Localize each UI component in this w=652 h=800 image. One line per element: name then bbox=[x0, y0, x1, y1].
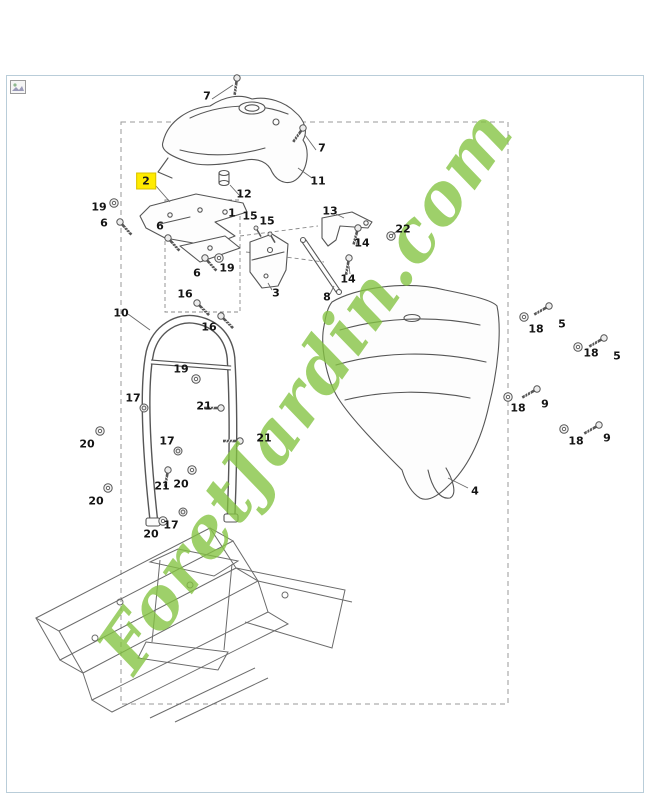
handlebar bbox=[141, 314, 239, 527]
part-label-15[interactable]: 15 bbox=[259, 214, 275, 228]
part-label-7[interactable]: 7 bbox=[318, 141, 326, 155]
fuel-tank bbox=[157, 95, 308, 184]
part-label-17[interactable]: 17 bbox=[163, 518, 179, 532]
part-label-13[interactable]: 13 bbox=[322, 204, 338, 218]
part-label-16[interactable]: 16 bbox=[177, 287, 193, 301]
part-label-17[interactable]: 17 bbox=[159, 434, 175, 448]
part-label-7[interactable]: 7 bbox=[203, 89, 211, 103]
part-label-19[interactable]: 19 bbox=[91, 200, 107, 214]
part-label-20[interactable]: 20 bbox=[173, 477, 189, 491]
part-label-2-selected[interactable]: 2 bbox=[136, 172, 156, 190]
part-label-14[interactable]: 14 bbox=[340, 272, 356, 286]
part-label-9[interactable]: 9 bbox=[603, 431, 611, 445]
image-placeholder-icon bbox=[10, 80, 26, 94]
part-label-20[interactable]: 20 bbox=[143, 527, 159, 541]
part-label-5[interactable]: 5 bbox=[558, 317, 566, 331]
part-label-22[interactable]: 22 bbox=[395, 222, 411, 236]
part-label-21[interactable]: 21 bbox=[256, 431, 272, 445]
part-label-9[interactable]: 9 bbox=[541, 397, 549, 411]
console-plate bbox=[139, 169, 248, 247]
part-label-20[interactable]: 20 bbox=[88, 494, 104, 508]
mount-bracket bbox=[179, 235, 241, 263]
part-label-15[interactable]: 15 bbox=[242, 209, 258, 223]
part-label-18[interactable]: 18 bbox=[510, 401, 526, 415]
part-label-18[interactable]: 18 bbox=[583, 346, 599, 360]
part-label-16[interactable]: 16 bbox=[201, 320, 217, 334]
part-label-8[interactable]: 8 bbox=[323, 290, 331, 304]
part-label-20[interactable]: 20 bbox=[79, 437, 95, 451]
lever bbox=[321, 211, 373, 247]
part-label-6[interactable]: 6 bbox=[193, 266, 201, 280]
rear-panel bbox=[322, 285, 500, 500]
control-rod bbox=[299, 236, 343, 296]
part-label-12[interactable]: 12 bbox=[236, 187, 252, 201]
part-label-4[interactable]: 4 bbox=[471, 484, 479, 498]
part-label-21[interactable]: 21 bbox=[196, 399, 212, 413]
part-label-11[interactable]: 11 bbox=[310, 174, 326, 188]
part-label-5[interactable]: 5 bbox=[613, 349, 621, 363]
part-label-10[interactable]: 10 bbox=[113, 306, 129, 320]
part-label-6[interactable]: 6 bbox=[156, 219, 164, 233]
part-label-17[interactable]: 17 bbox=[125, 391, 141, 405]
part-label-14[interactable]: 14 bbox=[354, 236, 370, 250]
leader-lines bbox=[127, 84, 469, 489]
diagram-frame bbox=[6, 75, 644, 793]
part-label-19[interactable]: 19 bbox=[173, 362, 189, 376]
part-label-3[interactable]: 3 bbox=[272, 286, 280, 300]
part-label-19[interactable]: 19 bbox=[219, 261, 235, 275]
part-label-18[interactable]: 18 bbox=[528, 322, 544, 336]
support-bracket bbox=[249, 233, 289, 289]
part-label-18[interactable]: 18 bbox=[568, 434, 584, 448]
part-label-6[interactable]: 6 bbox=[100, 216, 108, 230]
chassis-frame bbox=[34, 527, 353, 723]
part-label-21[interactable]: 21 bbox=[154, 479, 170, 493]
part-label-1[interactable]: 1 bbox=[228, 206, 236, 220]
